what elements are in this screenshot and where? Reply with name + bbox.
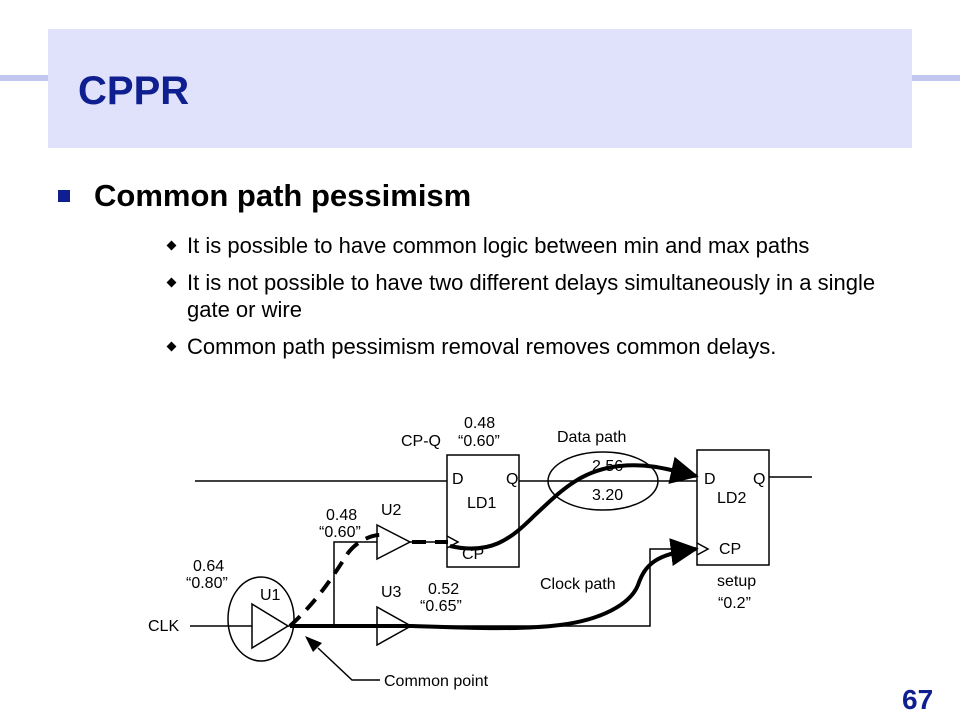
common-point-arrowhead (305, 636, 322, 652)
u1-delay-min: 0.64 (193, 558, 224, 575)
ld1-cpq-min: 0.48 (464, 415, 495, 432)
ld2-q-pin: Q (753, 471, 765, 488)
ld2-d-pin: D (704, 471, 716, 488)
sub-bullet-item: It is not possible to have two different… (166, 269, 906, 323)
ld2-cp-pin: CP (719, 541, 741, 558)
diamond-bullet-icon (166, 277, 177, 288)
main-heading: Common path pessimism (94, 178, 472, 213)
ld2-name: LD2 (717, 490, 746, 507)
u1-label: U1 (260, 587, 281, 604)
u1-highlight-circle (227, 576, 295, 662)
u3-delay-max: “0.65” (420, 598, 462, 615)
u2-delay-max: “0.60” (319, 524, 361, 541)
common-point-leader (317, 647, 380, 681)
slide-title: CPPR (78, 69, 190, 113)
square-bullet-icon (58, 190, 70, 202)
u2-label: U2 (381, 502, 402, 519)
clock-path-label: Clock path (540, 576, 616, 593)
title-side-line-right (912, 75, 960, 81)
title-side-line-left (0, 75, 48, 81)
launch-clock-path-dashed (288, 551, 350, 628)
sub-bullet-text: Common path pessimism removal removes co… (187, 334, 777, 359)
u2-delay-min: 0.48 (326, 507, 357, 524)
cppr-circuit-diagram: CLK U1 0.64 “0.80” U2 0.48 “0.60” U3 0.5… (148, 415, 812, 690)
diamond-bullet-icon (166, 240, 177, 251)
ld1-cpq-label: CP-Q (401, 433, 441, 450)
ld1-name: LD1 (467, 495, 496, 512)
ld2-latch (696, 449, 770, 566)
data-path-thick (449, 456, 699, 551)
u1-delay-max: “0.80” (186, 575, 228, 592)
diamond-bullet-icon (166, 341, 177, 352)
clk-label: CLK (148, 618, 179, 635)
data-path-label: Data path (557, 429, 626, 446)
common-point-label: Common point (384, 673, 489, 690)
ld1-q-pin: Q (506, 471, 518, 488)
main-bullet: Common path pessimism (58, 178, 471, 214)
ld1-d-pin: D (452, 471, 464, 488)
ld1-latch (446, 454, 520, 568)
data-path-ellipse (547, 451, 659, 511)
sub-bullet-text: It is possible to have common logic betw… (187, 233, 810, 258)
ld2-clock-pin (696, 542, 710, 556)
u3-label: U3 (381, 584, 402, 601)
data-path-max: 3.20 (592, 487, 623, 504)
u1-buffer (251, 602, 290, 650)
sub-bullet-item: Common path pessimism removal removes co… (166, 333, 906, 360)
capture-clock-path-thick (290, 538, 699, 631)
ld2-setup-label: setup (717, 573, 756, 590)
ld2-setup-value: “0.2” (718, 595, 751, 612)
launch-clock-path-dashed-2 (346, 533, 381, 555)
sub-bullet-text: It is not possible to have two different… (187, 270, 876, 322)
u1-to-u2-wire (333, 541, 377, 626)
u2-buffer (376, 523, 412, 561)
ld1-cpq-max: “0.60” (458, 433, 500, 450)
sub-bullet-item: It is possible to have common logic betw… (166, 232, 906, 259)
u3-delay-min: 0.52 (428, 581, 459, 598)
title-band: CPPR (48, 29, 912, 148)
page-number: 67 (902, 684, 934, 715)
sub-bullet-list: It is possible to have common logic betw… (166, 232, 906, 370)
